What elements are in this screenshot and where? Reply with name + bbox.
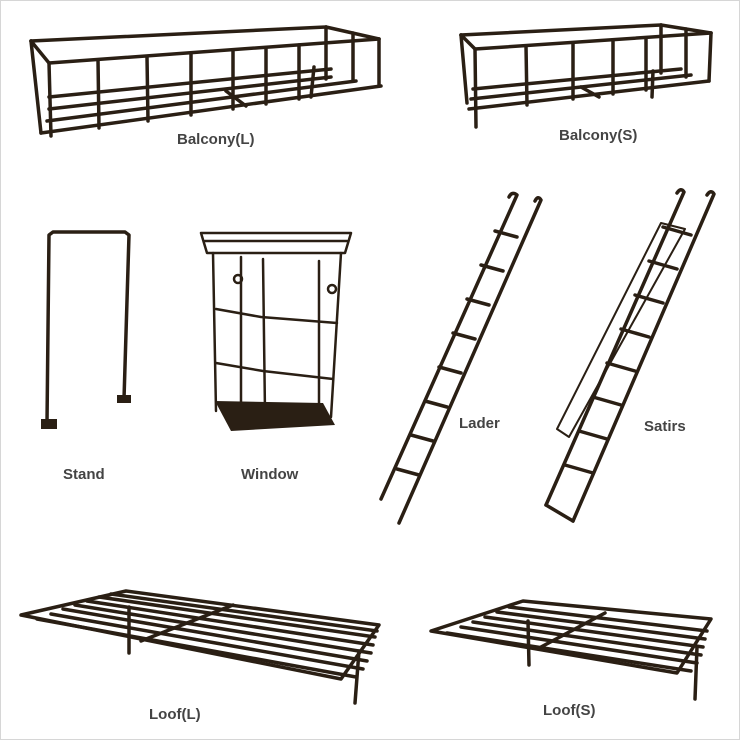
loof-small-label: Loof(S)	[543, 702, 596, 719]
window-label: Window	[241, 466, 299, 483]
ladder-label: Lader	[459, 415, 500, 432]
stairs-label: Satirs	[644, 418, 686, 435]
balcony-large-label: Balcony(L)	[177, 131, 255, 148]
balcony-small-label: Balcony(S)	[559, 127, 638, 144]
stand-label: Stand	[63, 466, 105, 483]
loof-large-label: Loof(L)	[149, 706, 201, 723]
